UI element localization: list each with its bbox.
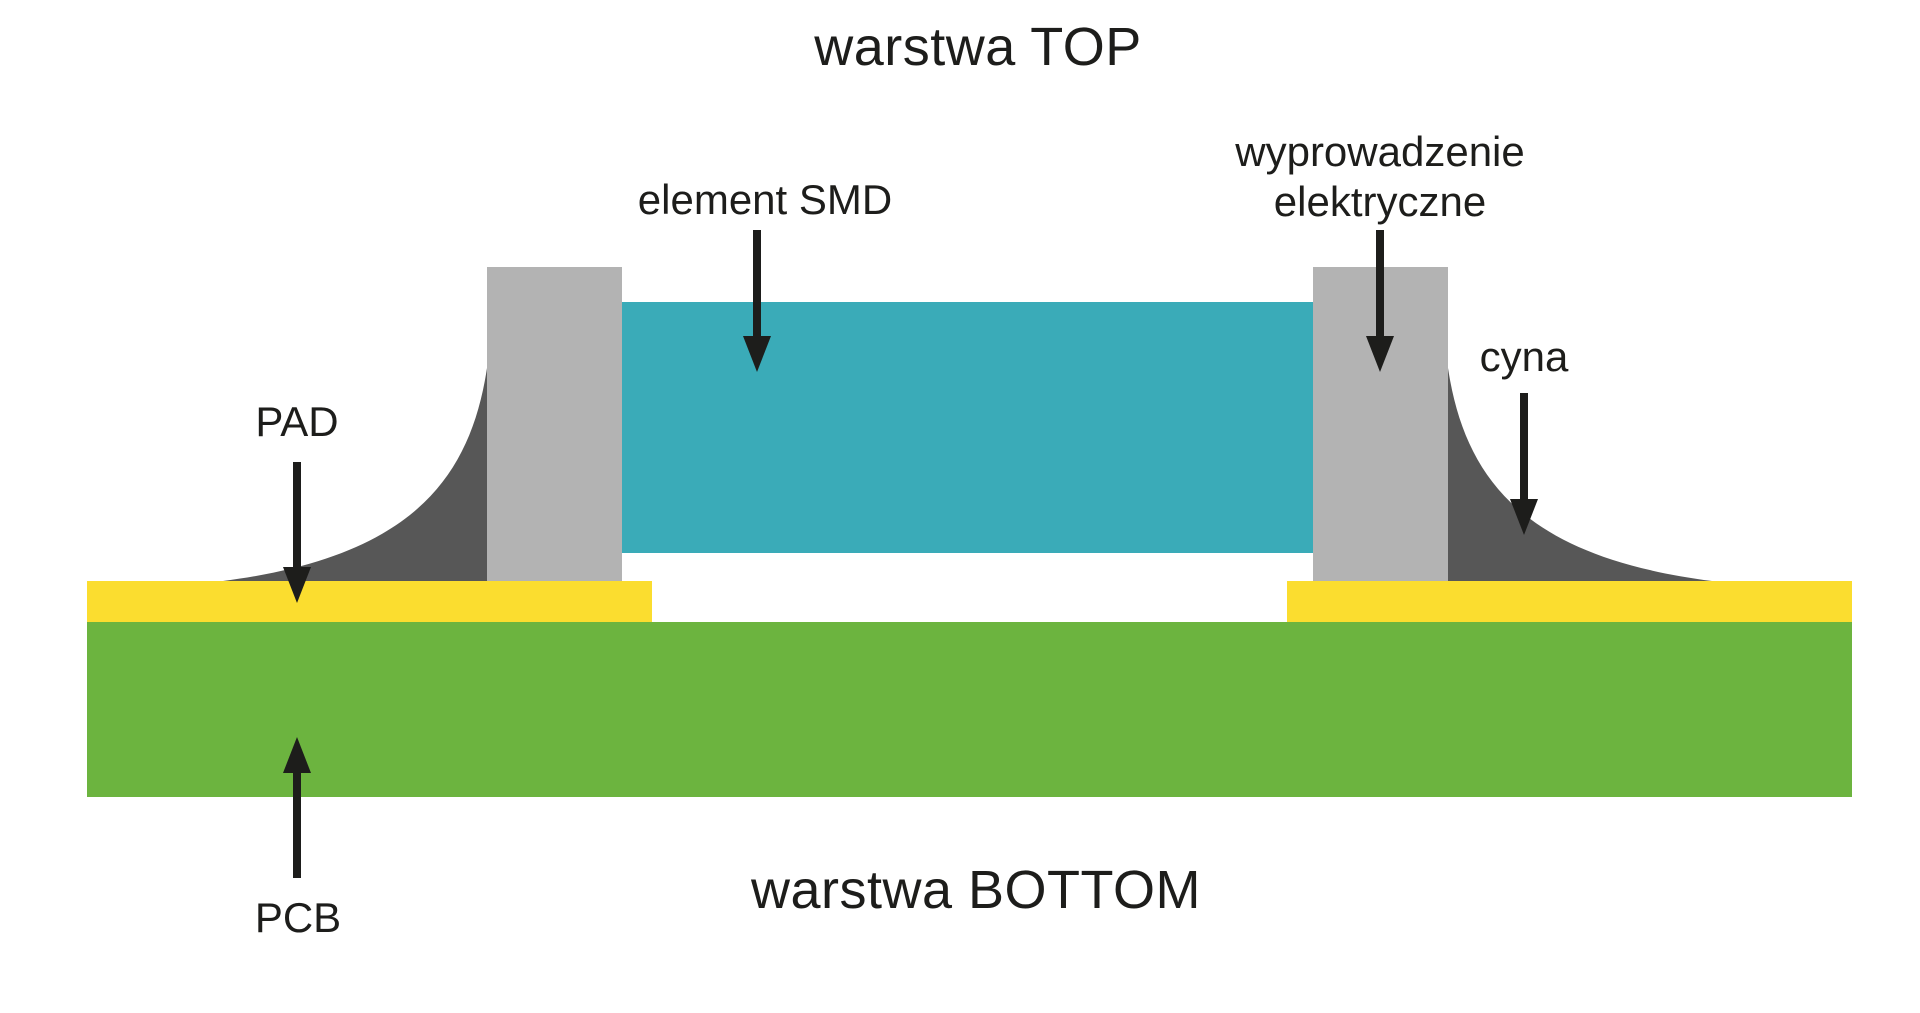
lead-left-shape <box>487 267 622 581</box>
smd-body-shape <box>622 302 1313 553</box>
lead-label-line1: wyprowadzenie <box>1235 128 1525 175</box>
lead-label: wyprowadzenie elektryczne <box>1235 127 1525 227</box>
pad-arrow <box>283 462 311 603</box>
top-layer-title: warstwa TOP <box>814 17 1142 77</box>
element-smd-arrow <box>743 230 771 372</box>
pcb-arrow-head <box>283 737 311 773</box>
element-smd-label: element SMD <box>637 176 893 223</box>
lead-label-line2: elektryczne <box>1273 178 1487 225</box>
solder-arrow <box>1510 393 1538 535</box>
pad-label: PAD <box>255 398 339 445</box>
pcb-label: PCB <box>254 894 342 941</box>
pad-right-shape <box>1287 581 1852 622</box>
bottom-layer-title: warstwa BOTTOM <box>750 860 1202 920</box>
element-smd-arrow-head <box>743 336 771 372</box>
lead-arrow-head <box>1366 336 1394 372</box>
pcb-board-shape <box>87 622 1852 797</box>
lead-arrow <box>1366 230 1394 372</box>
solder-arrow-head <box>1510 499 1538 535</box>
solder-fillet-left-shape <box>223 368 487 581</box>
solder-fillet-right-shape <box>1448 368 1712 581</box>
pad-left-shape <box>87 581 652 622</box>
pad-arrow-head <box>283 567 311 603</box>
pcb-arrow <box>283 737 311 878</box>
solder-label: cyna <box>1479 333 1569 380</box>
